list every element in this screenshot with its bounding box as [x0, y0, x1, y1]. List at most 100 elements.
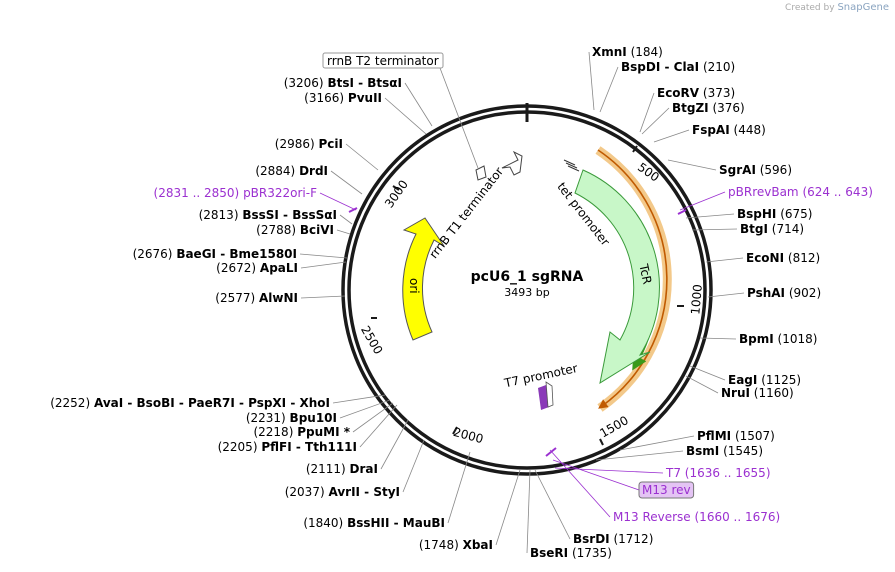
site-position: (2884): [255, 164, 295, 178]
site-name: SgrAI: [719, 163, 756, 177]
leader-line: [345, 143, 379, 171]
left-site-label: (2218) PpuMI *: [253, 425, 350, 439]
site-name: BpmI: [739, 332, 774, 346]
site-position: (714): [772, 222, 804, 236]
m13-rev-box: [638, 481, 695, 499]
site-position: (2205): [218, 440, 258, 454]
left-site-label: (1840) BssHII - MauBI: [303, 516, 445, 530]
site-name: PshAI: [747, 286, 785, 300]
site-position: (1712): [613, 532, 653, 546]
tet-promoter-mark: [563, 159, 580, 172]
right-site-label: pBRrevBam (624 .. 643): [728, 185, 873, 199]
site-position: (1748): [419, 538, 459, 552]
leader-line: [332, 394, 386, 404]
leader-line: [653, 129, 690, 143]
tcr-label: TcR: [636, 262, 654, 286]
plasmid-name: pcU6_1 sgRNA: [471, 269, 584, 285]
site-position: (448): [734, 123, 766, 137]
leader-line: [707, 292, 745, 298]
site-position: (373): [703, 86, 735, 100]
site-position: (2672): [216, 261, 256, 275]
rrnb-t2-label-box: [322, 52, 444, 69]
rrnb-t2-leader: [439, 67, 479, 169]
site-name: Bpu10I: [290, 411, 337, 425]
snapgene-logo: SnapGene: [837, 2, 889, 13]
leader-line: [595, 450, 684, 461]
site-name: NruI: [721, 386, 750, 400]
site-position: (624 .. 643): [802, 185, 872, 199]
leader-line: [679, 191, 726, 211]
rrnb-t2-arrow: [475, 165, 487, 181]
primer-mark: [545, 447, 557, 457]
leader-line: [319, 192, 357, 211]
right-site-label: BspHI (675): [737, 207, 813, 221]
site-position: (812): [788, 251, 820, 265]
site-name: BssSI - BssSαI: [242, 208, 337, 222]
site-name: M13 Reverse: [613, 510, 691, 524]
site-name: BsmI: [686, 444, 719, 458]
right-site-label: BseRI (1735): [530, 546, 612, 560]
right-site-label: FspAI (448): [692, 123, 766, 137]
orange-feature-line: [597, 149, 668, 409]
site-position: (1840): [303, 516, 343, 530]
left-site-label: (2813) BssSI - BssSαI: [199, 208, 337, 222]
site-name: EcoNI: [746, 251, 784, 265]
leader-line: [641, 107, 670, 135]
leader-line: [404, 82, 433, 127]
leader-line: [352, 402, 394, 433]
rrnb-t1-label: rrnB T1 terminator: [426, 164, 506, 261]
left-site-label: (2252) AvaI - BsoBI - PaeR7I - PspXI - X…: [50, 396, 330, 410]
tcr-feature-arrow: [574, 169, 660, 385]
ring-ticks: [371, 145, 684, 446]
tick-1000: 1000: [688, 284, 705, 316]
left-site-label: (2986) PciI: [275, 137, 343, 151]
plasmid-size: 3493 bp: [504, 286, 549, 299]
leader-line: [549, 449, 611, 518]
ori-feature-arrow: [402, 217, 445, 341]
site-name: FspAI: [692, 123, 730, 137]
leader-line: [299, 253, 348, 259]
site-name: AvaI - BsoBI - PaeR7I - PspXI - XhoI: [94, 396, 330, 410]
site-position: (902): [789, 286, 821, 300]
right-site-label: M13 rev: [642, 483, 691, 497]
site-position: (2788): [256, 223, 296, 237]
leader-line: [685, 213, 735, 219]
left-site-label: (2672) ApaLI: [216, 261, 298, 275]
leader-line: [685, 375, 719, 394]
site-position: (675): [780, 207, 812, 221]
site-position: (3206): [284, 76, 324, 90]
site-position: (1660 .. 1676): [695, 510, 781, 524]
site-name: PciI: [319, 137, 344, 151]
rrnb-t1-arrow: [501, 150, 523, 176]
left-site-label: (2037) AvrII - StyI: [285, 485, 400, 499]
site-position: (2218): [253, 425, 293, 439]
site-name: AvrII - StyI: [328, 485, 400, 499]
leader-line: [639, 92, 655, 133]
left-site-label: (2111) DraI: [306, 462, 378, 476]
leader-line: [699, 337, 737, 340]
site-name: BtgI: [740, 222, 768, 236]
site-name: PflMI: [697, 429, 731, 443]
site-name: BtsI - BtsαI: [327, 76, 402, 90]
leader-line: [599, 66, 619, 113]
leader-line: [588, 51, 595, 111]
right-site-label: BtgI (714): [740, 222, 804, 236]
site-position: (1160): [754, 386, 794, 400]
right-site-label: NruI (1160): [721, 386, 794, 400]
leader-line: [336, 229, 351, 235]
leader-line: [691, 228, 738, 231]
site-name: EagI: [728, 373, 757, 387]
leader-line: [447, 451, 471, 524]
site-name: DrdI: [299, 164, 328, 178]
tick-2500: 2500: [358, 323, 385, 356]
right-site-label: XmnI (184): [592, 45, 663, 59]
site-labels: XmnI (184)BspDI - ClaI (210)EcoRV (373)B…: [50, 45, 873, 560]
right-site-label: BpmI (1018): [739, 332, 817, 346]
left-site-label: (2205) PflFI - Tth111I: [218, 440, 357, 454]
primer-mark: [348, 207, 358, 213]
site-name: BspDI - ClaI: [621, 60, 699, 74]
site-name: BtgZI: [672, 101, 709, 115]
site-position: (2577): [215, 291, 255, 305]
leader-line: [495, 469, 521, 546]
